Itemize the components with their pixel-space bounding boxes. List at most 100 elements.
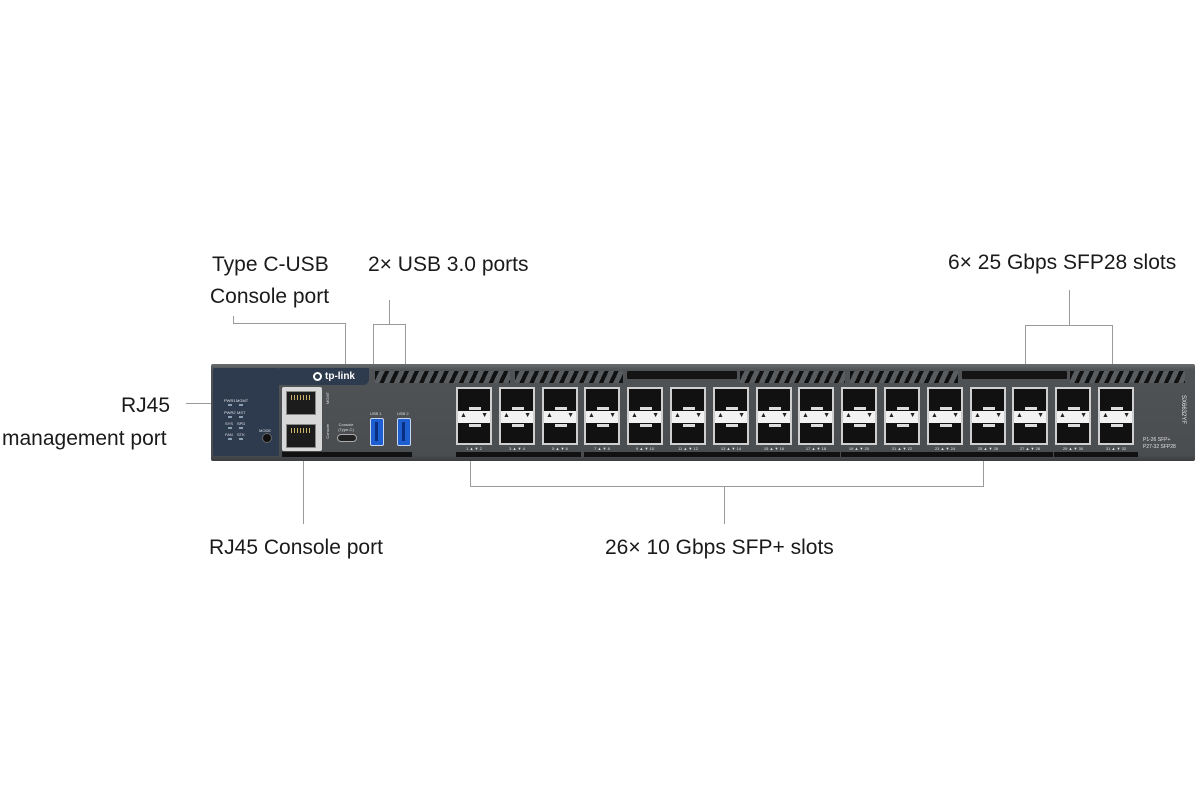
- leader-line: [373, 324, 406, 325]
- port-direction-icon: [1014, 411, 1046, 423]
- leader-line: [389, 300, 390, 325]
- console-port-label: Console: [325, 424, 330, 439]
- sfp-plus-cage[interactable]: [670, 387, 706, 445]
- sfp28-cage[interactable]: [1098, 387, 1134, 445]
- sfp-plus-cage[interactable]: [713, 387, 749, 445]
- led-label: FAN: [225, 432, 233, 437]
- sfp-plus-cage[interactable]: [884, 387, 920, 445]
- latch-tab: [897, 407, 909, 410]
- sfp-plus-cage[interactable]: [927, 387, 963, 445]
- vent-grille: [515, 371, 623, 383]
- sfp-pair-label: 3 ▲ ▼ 4: [509, 446, 525, 451]
- port-direction-icon: [1100, 411, 1132, 423]
- port-direction-icon: [458, 411, 490, 423]
- latch-tab: [469, 424, 481, 427]
- led-label: PWR1: [224, 398, 236, 403]
- rj45-pins: [291, 428, 311, 433]
- sfp-plus-cage[interactable]: [542, 387, 578, 445]
- usb-c-console-port[interactable]: [337, 434, 357, 442]
- base-strip: [969, 452, 1053, 457]
- sfp-pair-label: 7 ▲ ▼ 8: [594, 446, 610, 451]
- latch-tab: [469, 407, 481, 410]
- latch-tab: [854, 407, 866, 410]
- sfp-plus-cage[interactable]: [970, 387, 1006, 445]
- port-direction-icon: [586, 411, 618, 423]
- port-direction-icon: [886, 411, 918, 423]
- latch-tab: [1111, 424, 1123, 427]
- brand-logo: tp-link: [279, 368, 369, 385]
- sfp-plus-cage[interactable]: [798, 387, 834, 445]
- vent-grille: [375, 371, 510, 383]
- latch-tab: [1025, 424, 1037, 427]
- sfp-pair-label: 25 ▲ ▼ 26: [977, 446, 999, 451]
- led-label: SPD: [237, 421, 246, 426]
- rj45-console-port[interactable]: [286, 424, 316, 448]
- sfp-pair-label: 17 ▲ ▼ 18: [805, 446, 827, 451]
- sfp-pair-label: 23 ▲ ▼ 24: [934, 446, 956, 451]
- sfp28-cage[interactable]: [1012, 387, 1048, 445]
- port-legend: P1-26 SFP+ P27-32 SFP28: [1143, 437, 1176, 451]
- usbc-label-line1: Console: [338, 422, 354, 427]
- latch-tab: [512, 407, 524, 410]
- latch-tab: [811, 407, 823, 410]
- latch-tab: [555, 407, 567, 410]
- vent-slot: [962, 371, 1067, 379]
- status-led: [239, 404, 243, 406]
- usb-3-port-2[interactable]: [397, 418, 411, 446]
- base-strip: [282, 452, 412, 457]
- leader-line: [233, 316, 234, 324]
- rj45-mgmt-callout-line1: RJ45: [121, 394, 171, 417]
- usb-3-port-1[interactable]: [370, 418, 384, 446]
- port-direction-icon: [758, 411, 790, 423]
- latch-tab: [1068, 407, 1080, 410]
- base-strip: [541, 452, 581, 457]
- mgmt-port-label: MGMT: [325, 392, 330, 405]
- sfp-pair-label: 29 ▲ ▼ 30: [1062, 446, 1084, 451]
- port-direction-icon: [800, 411, 832, 423]
- latch-tab: [983, 424, 995, 427]
- mode-button[interactable]: [262, 433, 272, 443]
- rj45-management-port[interactable]: [286, 391, 316, 415]
- brand-name: tp-link: [325, 371, 355, 382]
- rj45-mgmt-callout-line2: management port: [2, 427, 167, 450]
- sfp-pair-label: 9 ▲ ▼ 10: [636, 446, 654, 451]
- status-led: [239, 427, 243, 429]
- type-c-usb-callout-line2: Console port: [210, 285, 330, 308]
- status-led-panel: [213, 368, 279, 456]
- rj45-console-callout: RJ45 Console port: [209, 536, 383, 559]
- sfp-plus-cage[interactable]: [584, 387, 620, 445]
- port-direction-icon: [843, 411, 875, 423]
- usb1-label: USB 1: [370, 411, 382, 416]
- latch-tab: [897, 424, 909, 427]
- sfp-plus-cage[interactable]: [627, 387, 663, 445]
- tp-link-logo-icon: [313, 372, 322, 381]
- sfp-plus-cage[interactable]: [456, 387, 492, 445]
- sfp-plus-cage[interactable]: [841, 387, 877, 445]
- status-led: [228, 404, 232, 406]
- sfp28-cage[interactable]: [1055, 387, 1091, 445]
- leader-line: [303, 440, 304, 524]
- model-number: SX6632YF: [1180, 395, 1186, 425]
- base-strip: [926, 452, 1010, 457]
- latch-tab: [683, 424, 695, 427]
- latch-tab: [640, 407, 652, 410]
- status-led: [239, 416, 243, 418]
- sfp-pair-label: 13 ▲ ▼ 14: [720, 446, 742, 451]
- base-strip: [1054, 452, 1138, 457]
- usb-ports-callout: 2× USB 3.0 ports: [368, 253, 529, 276]
- sfp-pair-label: 27 ▲ ▼ 28: [1019, 446, 1041, 451]
- port-direction-icon: [715, 411, 747, 423]
- led-label: MGMT: [236, 398, 249, 403]
- status-led: [239, 438, 243, 440]
- port-direction-icon: [929, 411, 961, 423]
- sfp-plus-cage[interactable]: [756, 387, 792, 445]
- sfp28-slots-callout: 6× 25 Gbps SFP28 slots: [948, 251, 1177, 274]
- leader-line: [983, 446, 984, 487]
- sfp-plus-cage[interactable]: [499, 387, 535, 445]
- latch-tab: [512, 424, 524, 427]
- port-direction-icon: [629, 411, 661, 423]
- status-led: [228, 438, 232, 440]
- base-strip: [713, 452, 793, 457]
- sfp-pair-label: 1 ▲ ▼ 2: [466, 446, 482, 451]
- status-led: [228, 427, 232, 429]
